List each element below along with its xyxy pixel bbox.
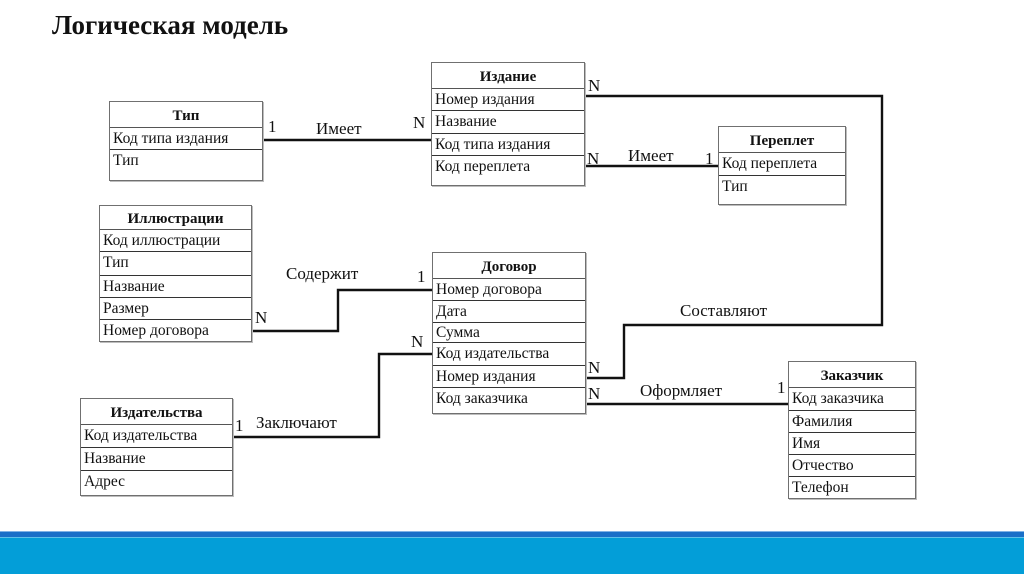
footer-accent-strip bbox=[0, 531, 1024, 537]
entity-tip-attribute: Тип bbox=[113, 152, 139, 169]
relationship-label-dogovor-zakazchik: Оформляет bbox=[640, 381, 723, 400]
entity-dogovor-attribute: Дата bbox=[433, 301, 585, 323]
entity-dogovor-attribute: Номер издания bbox=[433, 366, 585, 388]
entity-illyustratsii: Иллюстрации Код иллюстрации Тип Название… bbox=[99, 205, 252, 342]
entity-tip-title: Тип bbox=[110, 102, 262, 128]
entity-illyustratsii-attribute: Код иллюстрации bbox=[100, 230, 251, 252]
entity-dogovor-attribute: Сумма bbox=[433, 323, 585, 343]
connector-illyustratsii-dogovor bbox=[251, 288, 432, 333]
entity-zakazchik-attribute: Имя bbox=[789, 433, 915, 455]
entity-tip: Тип Код типа издания Тип bbox=[109, 101, 263, 181]
er-diagram: Тип Код типа издания Тип Издание Номер и… bbox=[80, 62, 916, 499]
footer-band bbox=[0, 537, 1024, 574]
entity-izdanie-title: Издание bbox=[432, 63, 584, 89]
entity-zakazchik-attribute: Код заказчика bbox=[789, 388, 915, 411]
entity-izdanie-attribute: Название bbox=[432, 111, 584, 134]
entity-izdanie-attribute: Код переплета bbox=[435, 158, 531, 175]
cardinality-illyustratsii-dogovor-to: 1 bbox=[417, 267, 426, 286]
cardinality-izdatelstva-dogovor-to: N bbox=[411, 332, 424, 351]
entity-dogovor-attribute: Код заказчика bbox=[436, 390, 528, 407]
relationship-label-dogovor-izdanie: Составляют bbox=[680, 301, 768, 320]
entity-dogovor: Договор Номер договора Дата Сумма Код из… bbox=[432, 252, 586, 414]
entity-zakazchik-attribute: Фамилия bbox=[789, 411, 915, 433]
entity-izdanie-attribute: Код типа издания bbox=[432, 134, 584, 156]
entity-izdatelstva-attribute: Код издательства bbox=[81, 425, 232, 448]
entity-illyustratsii-attribute: Тип bbox=[100, 252, 251, 276]
entity-izdatelstva-attribute: Адрес bbox=[84, 473, 125, 490]
entity-dogovor-attribute: Код издательства bbox=[433, 343, 585, 366]
entity-izdanie-attribute: Номер издания bbox=[432, 89, 584, 111]
cardinality-izdanie-pereplet-from: N bbox=[587, 149, 600, 168]
cardinality-tip-izdanie-from: 1 bbox=[268, 117, 277, 136]
cardinality-dogovor-zakazchik-from: N bbox=[588, 384, 601, 403]
cardinality-tip-izdanie-to: N bbox=[413, 113, 426, 132]
relationship-label-tip-izdanie: Имеет bbox=[316, 119, 362, 138]
entity-izdanie: Издание Номер издания Название Код типа … bbox=[431, 62, 585, 186]
entity-pereplet-attribute: Тип bbox=[722, 178, 748, 195]
entity-tip-attribute: Код типа издания bbox=[110, 128, 262, 150]
entity-izdatelstva: Издательства Код издательства Название А… bbox=[80, 398, 233, 496]
cardinality-dogovor-izdanie-to: N bbox=[588, 76, 601, 95]
entity-zakazchik-attribute: Отчество bbox=[789, 455, 915, 477]
entity-izdatelstva-title: Издательства bbox=[81, 399, 232, 425]
cardinality-dogovor-izdanie-from: N bbox=[588, 358, 601, 377]
entity-izdatelstva-attribute: Название bbox=[81, 448, 232, 471]
cardinality-izdanie-pereplet-to: 1 bbox=[705, 149, 714, 168]
entity-illyustratsii-attribute: Название bbox=[100, 276, 251, 298]
page-title: Логическая модель bbox=[52, 10, 289, 40]
cardinality-illyustratsii-dogovor-from: N bbox=[255, 308, 268, 327]
relationship-label-izdanie-pereplet: Имеет bbox=[628, 146, 674, 165]
cardinality-dogovor-zakazchik-to: 1 bbox=[777, 378, 786, 397]
entity-dogovor-attribute: Номер договора bbox=[433, 279, 585, 301]
entity-pereplet: Переплет Код переплета Тип bbox=[718, 126, 846, 205]
entity-pereplet-attribute: Код переплета bbox=[719, 153, 845, 176]
entity-illyustratsii-title: Иллюстрации bbox=[100, 206, 251, 230]
entity-zakazchik-attribute: Телефон bbox=[792, 479, 849, 496]
entity-illyustratsii-attribute: Номер договора bbox=[103, 322, 209, 339]
entity-illyustratsii-attribute: Размер bbox=[100, 298, 251, 320]
cardinality-izdatelstva-dogovor-from: 1 bbox=[235, 416, 244, 435]
relationship-label-izdatelstva-dogovor: Заключают bbox=[256, 413, 337, 432]
entity-dogovor-title: Договор bbox=[433, 253, 585, 279]
entity-zakazchik-title: Заказчик bbox=[789, 362, 915, 388]
entity-zakazchik: Заказчик Код заказчика Фамилия Имя Отчес… bbox=[788, 361, 916, 499]
relationship-label-illyustratsii-dogovor: Содержит bbox=[286, 264, 359, 283]
entity-pereplet-title: Переплет bbox=[719, 127, 845, 153]
